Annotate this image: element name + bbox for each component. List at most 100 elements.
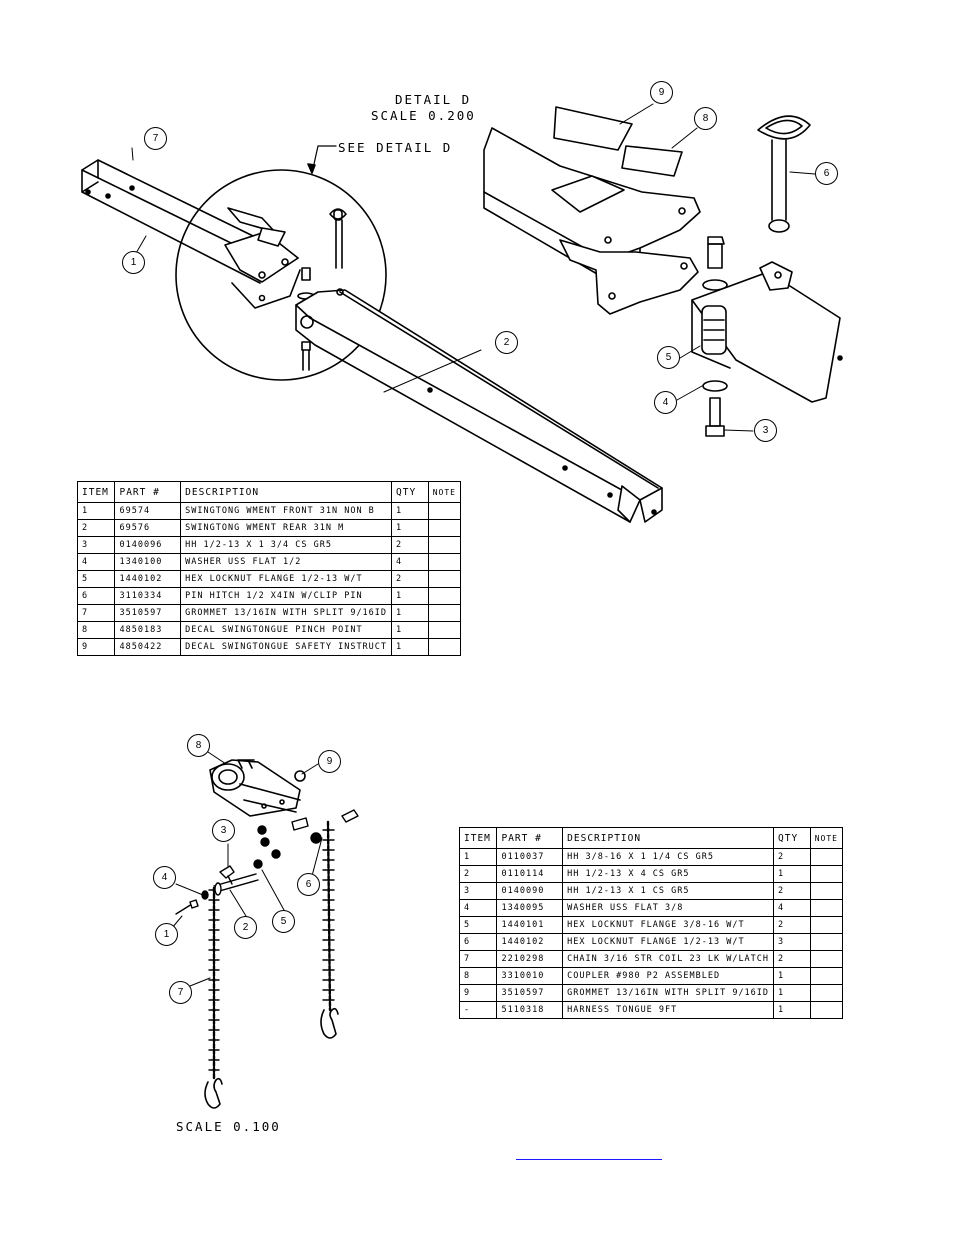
cell-part: 0110114 bbox=[496, 865, 564, 883]
detail-circle bbox=[175, 169, 387, 381]
cell-note bbox=[427, 621, 462, 639]
cell-note bbox=[809, 967, 844, 985]
cell-note bbox=[809, 882, 844, 900]
header-qty: QTY bbox=[391, 481, 429, 503]
cell-note bbox=[427, 587, 462, 605]
lower-balloon-1: 1 bbox=[155, 923, 178, 946]
chain-right bbox=[322, 820, 335, 1012]
cell-part: 1340100 bbox=[114, 553, 182, 571]
cell-note bbox=[427, 502, 462, 520]
lower-scale: SCALE 0.100 bbox=[176, 1119, 281, 1134]
balloon-6: 6 bbox=[815, 162, 838, 185]
cell-part: 3110334 bbox=[114, 587, 182, 605]
cell-item: 9 bbox=[458, 984, 498, 1002]
cell-item: 4 bbox=[458, 899, 498, 917]
cell-qty: 1 bbox=[773, 1001, 811, 1019]
lower-balloon-7: 7 bbox=[169, 981, 192, 1004]
cell-description: SWINGTONG WMENT FRONT 31N NON B bbox=[180, 502, 393, 520]
cell-item: 5 bbox=[458, 916, 498, 934]
cell-qty: 3 bbox=[773, 933, 811, 951]
cell-item: - bbox=[458, 1001, 498, 1019]
cell-part: 5110318 bbox=[496, 1001, 564, 1019]
cell-qty: 1 bbox=[773, 967, 811, 985]
cell-note bbox=[809, 1001, 844, 1019]
cell-part: 0110037 bbox=[496, 848, 564, 866]
cell-description: WASHER USS FLAT 1/2 bbox=[180, 553, 393, 571]
header-description: DESCRIPTION bbox=[180, 481, 393, 503]
cell-qty: 1 bbox=[391, 587, 429, 605]
header-qty: QTY bbox=[773, 827, 811, 849]
cell-part: 1340095 bbox=[496, 899, 564, 917]
cell-note bbox=[809, 950, 844, 968]
cell-description: DECAL SWINGTONGUE SAFETY INSTRUCT bbox=[180, 638, 393, 656]
detail-title: DETAIL D bbox=[395, 92, 472, 107]
cell-qty: 2 bbox=[391, 536, 429, 554]
cell-qty: 1 bbox=[391, 519, 429, 537]
cell-item: 7 bbox=[76, 604, 116, 622]
cell-note bbox=[809, 916, 844, 934]
cell-description: HH 1/2-13 X 1 CS GR5 bbox=[562, 882, 775, 900]
cell-item: 1 bbox=[458, 848, 498, 866]
cell-item: 9 bbox=[76, 638, 116, 656]
cell-qty: 1 bbox=[391, 621, 429, 639]
detail-callout: SEE DETAIL D bbox=[338, 140, 453, 155]
cell-item: 8 bbox=[458, 967, 498, 985]
balloon-1: 1 bbox=[122, 251, 145, 274]
lower-balloon-3: 3 bbox=[212, 819, 235, 842]
header-item: ITEM bbox=[76, 481, 116, 503]
cell-item: 5 bbox=[76, 570, 116, 588]
cell-note bbox=[809, 984, 844, 1002]
hitch-pin-small bbox=[329, 208, 347, 269]
balloon-7: 7 bbox=[144, 127, 167, 150]
cell-item: 8 bbox=[76, 621, 116, 639]
cell-qty: 1 bbox=[391, 638, 429, 656]
cell-description: HEX LOCKNUT FLANGE 1/2-13 W/T bbox=[562, 933, 775, 951]
cell-description: HEX LOCKNUT FLANGE 1/2-13 W/T bbox=[180, 570, 393, 588]
coupler-assembly bbox=[209, 759, 306, 817]
footer-link-underline[interactable] bbox=[516, 1159, 662, 1160]
cell-description: HH 1/2-13 X 4 CS GR5 bbox=[562, 865, 775, 883]
cell-note bbox=[809, 933, 844, 951]
cell-description: GROMMET 13/16IN WITH SPLIT 9/16ID bbox=[180, 604, 393, 622]
cell-description: HH 3/8-16 X 1 1/4 CS GR5 bbox=[562, 848, 775, 866]
header-part: PART # bbox=[496, 827, 564, 849]
cell-description: HARNESS TONGUE 9FT bbox=[562, 1001, 775, 1019]
detail-scale: SCALE 0.200 bbox=[371, 108, 476, 123]
cell-item: 6 bbox=[76, 587, 116, 605]
bom-top-header: ITEM PART # DESCRIPTION QTY NOTE bbox=[76, 481, 462, 503]
bolt-large bbox=[702, 236, 728, 437]
cell-note bbox=[809, 848, 844, 866]
cell-qty: 1 bbox=[391, 604, 429, 622]
balloon-8: 8 bbox=[694, 107, 717, 130]
lower-balloon-4: 4 bbox=[153, 866, 176, 889]
cell-item: 2 bbox=[76, 519, 116, 537]
detail-d-swing-plates bbox=[483, 106, 701, 315]
balloon-5: 5 bbox=[657, 346, 680, 369]
cell-part: 3310010 bbox=[496, 967, 564, 985]
lower-balloon-2: 2 bbox=[234, 916, 257, 939]
balloon-4: 4 bbox=[654, 391, 677, 414]
cell-description: DECAL SWINGTONGUE PINCH POINT bbox=[180, 621, 393, 639]
cell-note bbox=[427, 638, 462, 656]
cell-part: 1440102 bbox=[496, 933, 564, 951]
hitch-pin-large bbox=[757, 115, 811, 233]
cell-description: WASHER USS FLAT 3/8 bbox=[562, 899, 775, 917]
cell-qty: 1 bbox=[773, 865, 811, 883]
cell-item: 3 bbox=[458, 882, 498, 900]
balloon-2: 2 bbox=[495, 331, 518, 354]
